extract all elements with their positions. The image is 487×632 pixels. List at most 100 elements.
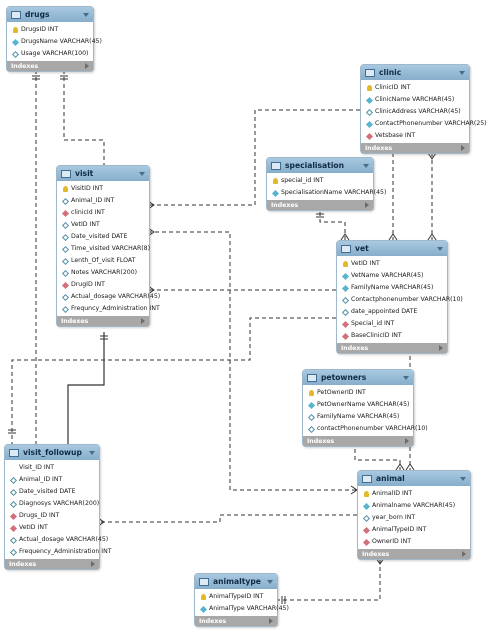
column-row[interactable]: PetOwnerName VARCHAR(45): [303, 399, 413, 411]
column-row[interactable]: ContactPhonenumber VARCHAR(25): [361, 118, 487, 130]
column-row[interactable]: AnimalTypeID INT: [195, 591, 277, 603]
column-row[interactable]: Date_visited DATE: [57, 231, 149, 243]
column-row[interactable]: PetOwnerID INT: [303, 387, 413, 399]
table-header[interactable]: clinic: [361, 65, 469, 80]
table-header[interactable]: drugs: [7, 7, 93, 22]
column-row[interactable]: Animal_ID INT: [57, 195, 149, 207]
collapse-icon[interactable]: [139, 171, 145, 176]
indexes-bar[interactable]: Indexes: [267, 200, 373, 210]
column-row[interactable]: AnimalID INT: [358, 488, 470, 500]
collapse-icon[interactable]: [460, 476, 466, 481]
column-row[interactable]: Visit_ID INT: [5, 462, 99, 474]
indexes-bar[interactable]: Indexes: [303, 436, 413, 446]
column-row[interactable]: FamilyName VARCHAR(45): [303, 411, 413, 423]
column-row[interactable]: Frequncy_Administration INT: [57, 303, 160, 315]
column-row[interactable]: Date_visited DATE: [5, 486, 99, 498]
collapse-icon[interactable]: [83, 12, 89, 17]
column-row[interactable]: Usage VARCHAR(100): [7, 48, 93, 60]
expand-arrow-icon[interactable]: [365, 202, 369, 208]
column-row[interactable]: Drugs_ID INT: [5, 510, 99, 522]
table-header[interactable]: visit_followup: [5, 445, 99, 460]
column-row[interactable]: date_appointed DATE: [337, 306, 447, 318]
table-header[interactable]: specialisation: [267, 158, 373, 173]
column-row[interactable]: BaseClinicID INT: [337, 330, 447, 342]
collapse-icon[interactable]: [89, 450, 95, 455]
expand-arrow-icon[interactable]: [405, 438, 409, 444]
indexes-bar[interactable]: Indexes: [361, 143, 469, 153]
expand-arrow-icon[interactable]: [85, 63, 89, 69]
column-row[interactable]: contactPhonenumber VARCHAR(10): [303, 423, 428, 435]
column-row[interactable]: ClinicName VARCHAR(45): [361, 94, 469, 106]
indexes-bar[interactable]: Indexes: [337, 343, 447, 353]
indexes-bar[interactable]: Indexes: [195, 616, 277, 626]
column-row[interactable]: Animal_ID INT: [5, 474, 99, 486]
table-header[interactable]: animaltype: [195, 574, 277, 589]
table-header[interactable]: visit: [57, 166, 149, 181]
collapse-icon[interactable]: [267, 579, 273, 584]
column-row[interactable]: Special_id INT: [337, 318, 447, 330]
indexes-bar[interactable]: Indexes: [5, 559, 99, 569]
collapse-icon[interactable]: [459, 70, 465, 75]
table-header[interactable]: petowners: [303, 370, 413, 385]
column-text: Animal_ID INT: [19, 476, 63, 483]
column-row[interactable]: Frequency_Administration INT: [5, 546, 112, 558]
column-row[interactable]: Actual_dosage VARCHAR(45): [57, 291, 160, 303]
column-row[interactable]: AnimalTypeID INT: [358, 524, 470, 536]
expand-arrow-icon[interactable]: [91, 561, 95, 567]
column-row[interactable]: VetID INT: [337, 258, 447, 270]
collapse-icon[interactable]: [363, 163, 369, 168]
column-row[interactable]: clinicId INT: [57, 207, 149, 219]
crowfoot: [395, 463, 405, 471]
column-row[interactable]: special_id INT: [267, 175, 373, 187]
expand-arrow-icon[interactable]: [461, 145, 465, 151]
table-header[interactable]: animal: [358, 471, 470, 486]
key-marker: [341, 296, 349, 304]
column-row[interactable]: SpecialisationName VARCHAR(45): [267, 187, 386, 199]
column-row[interactable]: Lenth_Of_visit FLOAT: [57, 255, 149, 267]
column-row[interactable]: year_born INT: [358, 512, 470, 524]
key-marker: [362, 502, 370, 510]
collapse-icon[interactable]: [437, 246, 443, 251]
column-row[interactable]: Contactphonenumber VARCHAR(10): [337, 294, 463, 306]
column-row[interactable]: VisitID INT: [57, 183, 149, 195]
table-header[interactable]: vet: [337, 241, 447, 256]
column-row[interactable]: Actual_dosage VARCHAR(45): [5, 534, 108, 546]
column-row[interactable]: Notes VARCHAR(200): [57, 267, 149, 279]
column-row[interactable]: DrugsID INT: [7, 24, 93, 36]
foreign-key-icon: [9, 524, 17, 532]
column-row[interactable]: DrugID INT: [57, 279, 149, 291]
column-row[interactable]: ClinicAddress VARCHAR(45): [361, 106, 469, 118]
expand-arrow-icon[interactable]: [439, 345, 443, 351]
key-marker: [362, 538, 370, 546]
column-row[interactable]: OwnerID INT: [358, 536, 470, 548]
indexes-bar[interactable]: Indexes: [57, 316, 149, 326]
column-row[interactable]: Time_visited VARCHAR(8): [57, 243, 150, 255]
expand-arrow-icon[interactable]: [462, 551, 466, 557]
indexes-bar[interactable]: Indexes: [358, 549, 470, 559]
column-row[interactable]: Vetsbase INT: [361, 130, 469, 142]
column-row[interactable]: Animalname VARCHAR(45): [358, 500, 470, 512]
column-row[interactable]: AnimalType VARCHAR(45): [195, 603, 289, 615]
column-row[interactable]: DrugsName VARCHAR(45): [7, 36, 102, 48]
indexes-bar[interactable]: Indexes: [7, 61, 93, 71]
column-row[interactable]: Diagnosys VARCHAR(200): [5, 498, 99, 510]
collapse-icon[interactable]: [403, 375, 409, 380]
column-row[interactable]: FamilyName VARCHAR(45): [337, 282, 447, 294]
column-row[interactable]: VetID INT: [57, 219, 149, 231]
table-visit_followup[interactable]: visit_followup Visit_ID INT Animal_ID INT…: [4, 444, 112, 570]
relationship-lines: [8, 70, 437, 604]
column-row[interactable]: VetID INT: [5, 522, 99, 534]
expand-arrow-icon[interactable]: [141, 318, 145, 324]
column-row[interactable]: VetName VARCHAR(45): [337, 270, 447, 282]
expand-arrow-icon[interactable]: [269, 618, 273, 624]
column-row[interactable]: ClinicID INT: [361, 82, 469, 94]
